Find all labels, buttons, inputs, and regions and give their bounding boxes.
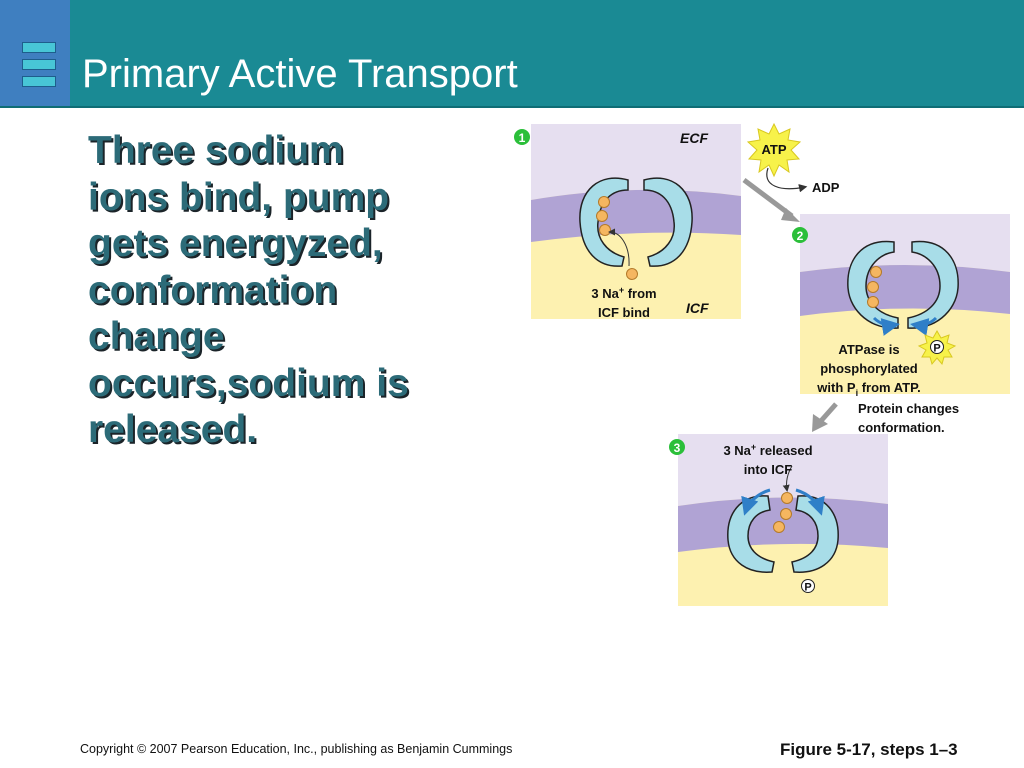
panel-step-1: 1 ECF ICF 3 Na+ from ICF bind xyxy=(514,124,741,320)
step-arrow-head xyxy=(781,208,800,222)
protein-change-line2: conformation. xyxy=(858,420,945,435)
adp-label: ADP xyxy=(812,180,840,195)
step-badge xyxy=(514,129,530,145)
logo-bar xyxy=(22,76,56,87)
ecf-label: ECF xyxy=(680,130,708,146)
panel-step-2: P 2 ATPase is phosphorylated with Pi fro… xyxy=(792,214,1010,398)
protein-change-line1: Protein changes xyxy=(858,401,959,416)
phosphate-label: P xyxy=(933,343,940,355)
step-number: 3 xyxy=(674,441,681,455)
icf-label: ICF xyxy=(686,300,709,316)
logo-icon xyxy=(0,0,70,106)
step-number: 1 xyxy=(519,131,526,145)
step2-caption-line1: ATPase is xyxy=(838,342,899,357)
panel-step-3: P 3 3 Na+ released into ICF xyxy=(669,434,888,606)
step2-caption-line3: with Pi from ATP. xyxy=(816,380,920,398)
atp-to-adp-arrow xyxy=(766,167,808,193)
body-text: Three sodium ions bind, pump gets energy… xyxy=(88,129,409,451)
slide-title: Primary Active Transport xyxy=(82,52,518,96)
phosphate-label: P xyxy=(804,582,811,594)
logo-bar xyxy=(22,59,56,70)
copyright-notice: Copyright © 2007 Pearson Education, Inc.… xyxy=(80,742,513,756)
atp-starburst: ATP xyxy=(746,122,802,178)
slide-header: Primary Active Transport xyxy=(0,0,1024,108)
step-badge xyxy=(669,439,685,455)
logo-bar xyxy=(22,42,56,53)
step-badge xyxy=(792,227,808,243)
step-arrow xyxy=(742,178,794,218)
step3-caption-line1: 3 Na+ released xyxy=(723,442,812,458)
step3-caption-line2: into ICF xyxy=(744,462,792,477)
figure-reference: Figure 5-17, steps 1–3 xyxy=(780,740,958,759)
step1-caption-line2: ICF bind xyxy=(598,305,650,320)
step2-caption-line2: phosphorylated xyxy=(820,361,918,376)
step-arrow-head xyxy=(812,414,828,432)
step1-caption-line1: 3 Na+ from xyxy=(591,285,656,301)
step-arrow xyxy=(818,402,838,424)
atp-label: ATP xyxy=(761,142,786,157)
step-number: 2 xyxy=(797,229,804,243)
